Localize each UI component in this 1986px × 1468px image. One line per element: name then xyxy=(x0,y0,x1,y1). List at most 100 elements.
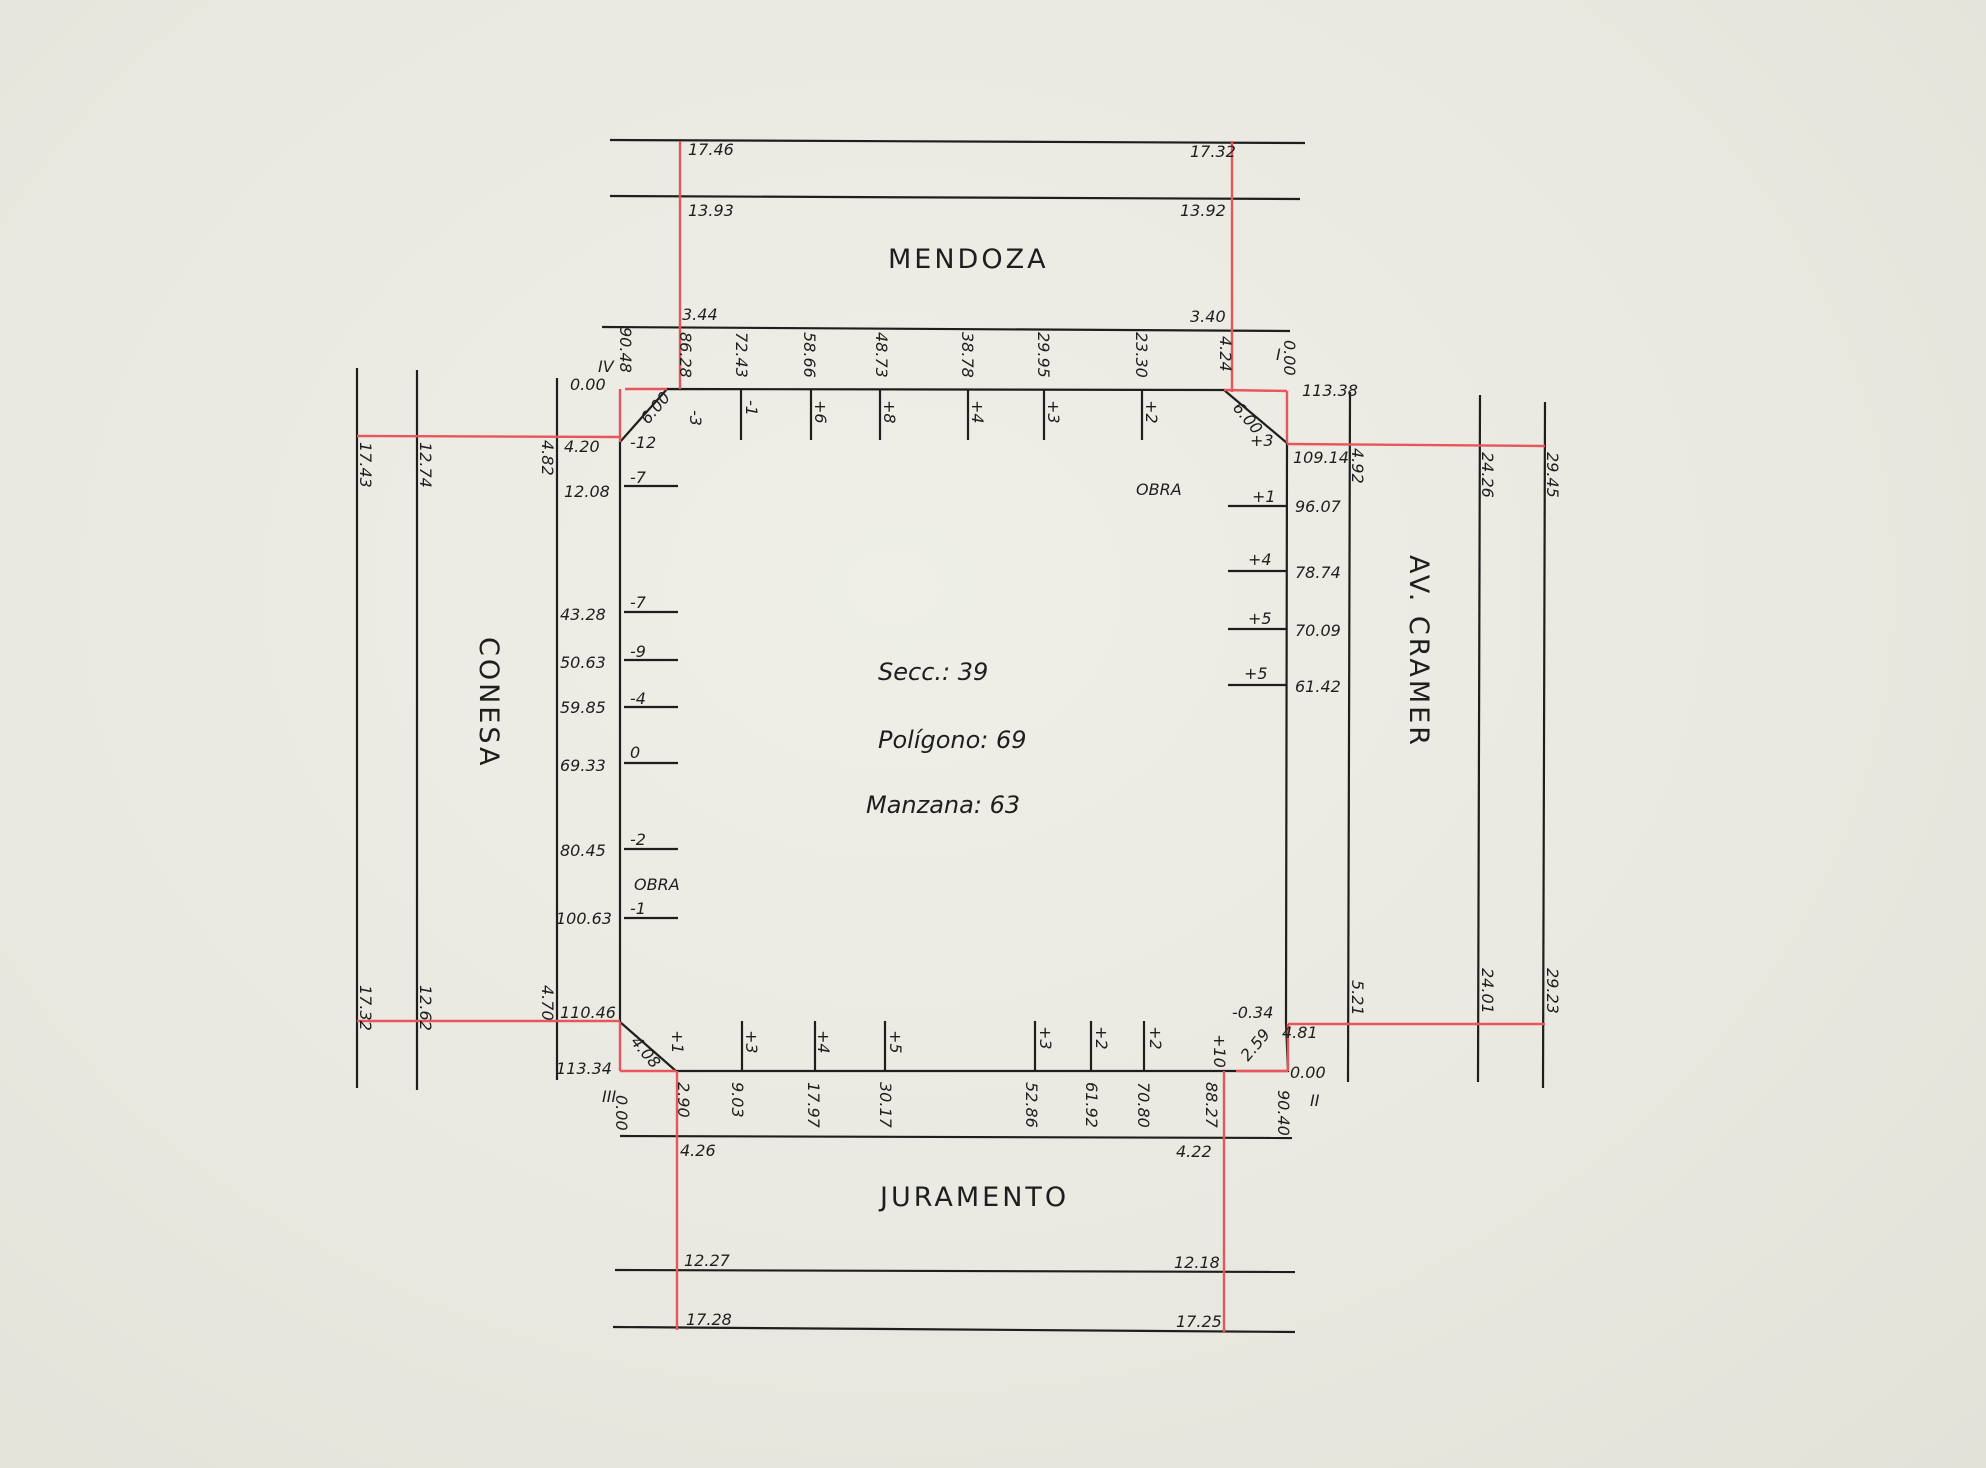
value: -3 xyxy=(686,410,705,426)
value: +8 xyxy=(880,400,899,424)
corner-label-ii: II xyxy=(1310,1091,1320,1110)
street-name-mendoza: MENDOZA xyxy=(888,244,1049,275)
value: -12 xyxy=(630,433,656,452)
south-ticks xyxy=(740,1021,1146,1071)
value: 0.00 xyxy=(612,1095,631,1131)
value: +4 xyxy=(968,400,987,424)
poligono-label: Polígono: 69 xyxy=(878,726,1027,754)
value: 12.74 xyxy=(416,442,435,488)
value: 29.23 xyxy=(1543,968,1562,1014)
corner-label-iv: IV xyxy=(598,357,615,376)
value: 17.97 xyxy=(804,1082,823,1129)
value: 2.90 xyxy=(674,1082,693,1118)
value: 4.20 xyxy=(564,437,600,456)
west-ticks xyxy=(624,484,678,920)
value: +1 xyxy=(1252,487,1276,506)
south-distances: 0.00 2.90 9.03 17.97 30.17 52.86 61.92 7… xyxy=(612,1082,1293,1136)
value: 5.21 xyxy=(1348,980,1367,1016)
value: 0.00 xyxy=(570,375,606,394)
value: 12.08 xyxy=(564,482,610,501)
value: 113.38 xyxy=(1302,381,1358,400)
value: +6 xyxy=(811,400,830,424)
corner-label-i: I xyxy=(1276,345,1281,364)
manzana-label: Manzana: 63 xyxy=(866,791,1020,819)
value: 90.48 xyxy=(616,327,635,373)
value: -7 xyxy=(630,468,647,487)
value: 100.63 xyxy=(556,909,612,928)
value: 13.92 xyxy=(1180,201,1226,220)
value: 3.40 xyxy=(1190,307,1226,326)
mendoza-values: 17.46 17.32 13.93 13.92 3.44 3.40 xyxy=(682,140,1236,326)
value: 61.92 xyxy=(1082,1082,1101,1128)
value: 17.25 xyxy=(1176,1312,1222,1331)
value: 69.33 xyxy=(560,756,606,775)
south-offsets: +1 +3 +4 +5 +3 +2 +2 +10 xyxy=(668,1026,1229,1068)
corner-label-iii: III xyxy=(602,1087,616,1106)
value: 4.08 xyxy=(627,1032,664,1072)
value: 29.95 xyxy=(1034,332,1053,378)
value: 29.45 xyxy=(1543,452,1562,498)
red-reference-lines xyxy=(356,141,1546,1332)
value: 4.22 xyxy=(1176,1142,1212,1161)
cramer-distances: 109.14 96.07 78.74 70.09 61.42 xyxy=(1293,448,1349,696)
north-ticks xyxy=(739,389,1144,440)
value: 12.18 xyxy=(1174,1253,1220,1272)
conesa-lines xyxy=(355,368,559,1090)
value: -0.34 xyxy=(1232,1003,1273,1022)
value: +4 xyxy=(814,1030,833,1054)
value: 4.92 xyxy=(1348,448,1367,484)
value: +4 xyxy=(1248,550,1272,569)
east-offsets: +1 +4 +5 +5 xyxy=(1244,487,1276,683)
value: 17.46 xyxy=(688,140,734,159)
north-distances: 90.48 86.28 72.43 58.66 48.73 38.78 29.9… xyxy=(616,327,1299,378)
value: 38.78 xyxy=(958,332,977,378)
conesa-values: 17.43 12.74 17.32 12.62 4.82 4.70 xyxy=(356,440,557,1031)
value: 52.86 xyxy=(1022,1082,1041,1128)
value: +5 xyxy=(1248,609,1272,628)
west-offsets: -12 -7 -7 -9 -4 0 -2 -1 4.08 xyxy=(627,433,664,1072)
value: 70.09 xyxy=(1295,621,1341,640)
value: 17.28 xyxy=(686,1310,732,1329)
obra-label-east: OBRA xyxy=(1136,480,1182,499)
value: 12.62 xyxy=(416,985,435,1031)
cramer-values: 4.92 5.21 24.26 29.45 24.01 29.23 -0.34 … xyxy=(1232,448,1562,1082)
west-distances: 4.20 12.08 43.28 50.63 59.85 69.33 80.45… xyxy=(556,437,616,1078)
value: 4.24 xyxy=(1216,336,1235,372)
seccion-label: Secc.: 39 xyxy=(878,658,988,686)
obra-label-west: OBRA xyxy=(634,875,680,894)
value: +5 xyxy=(1244,664,1268,683)
value: 17.32 xyxy=(1190,142,1236,161)
value: 4.82 xyxy=(538,440,557,476)
value: 24.01 xyxy=(1478,968,1497,1014)
value: +2 xyxy=(1146,1026,1165,1050)
value: -7 xyxy=(630,593,647,612)
value: 90.40 xyxy=(1274,1090,1293,1136)
value: 113.34 xyxy=(556,1059,612,1078)
value: 2.59 xyxy=(1237,1025,1274,1065)
value: 110.46 xyxy=(560,1003,616,1022)
value: 23.30 xyxy=(1132,332,1151,378)
value: 17.32 xyxy=(356,985,375,1031)
value: +2 xyxy=(1142,400,1161,424)
value: 17.43 xyxy=(356,442,375,488)
north-offsets: -3 -1 +6 +8 +4 +3 +2 +3 6.00 6.00 0.00 1… xyxy=(570,375,1358,450)
value: 43.28 xyxy=(560,605,606,624)
value: 0.00 xyxy=(1290,1063,1326,1082)
value: 58.66 xyxy=(800,332,819,378)
value: +3 xyxy=(742,1030,761,1054)
value: 0.00 xyxy=(1280,340,1299,376)
value: +2 xyxy=(1092,1026,1111,1050)
value: -2 xyxy=(630,830,646,849)
value: -1 xyxy=(742,400,761,416)
value: 0 xyxy=(630,743,640,762)
juramento-lines xyxy=(612,1134,1296,1334)
value: 59.85 xyxy=(560,698,606,717)
value: +1 xyxy=(668,1030,687,1054)
juramento-values: 4.26 4.22 12.27 12.18 17.28 17.25 xyxy=(680,1141,1222,1331)
value: 9.03 xyxy=(728,1082,747,1118)
value: +3 xyxy=(1250,431,1274,450)
value: 50.63 xyxy=(560,653,606,672)
street-name-conesa: CONESA xyxy=(473,637,504,768)
